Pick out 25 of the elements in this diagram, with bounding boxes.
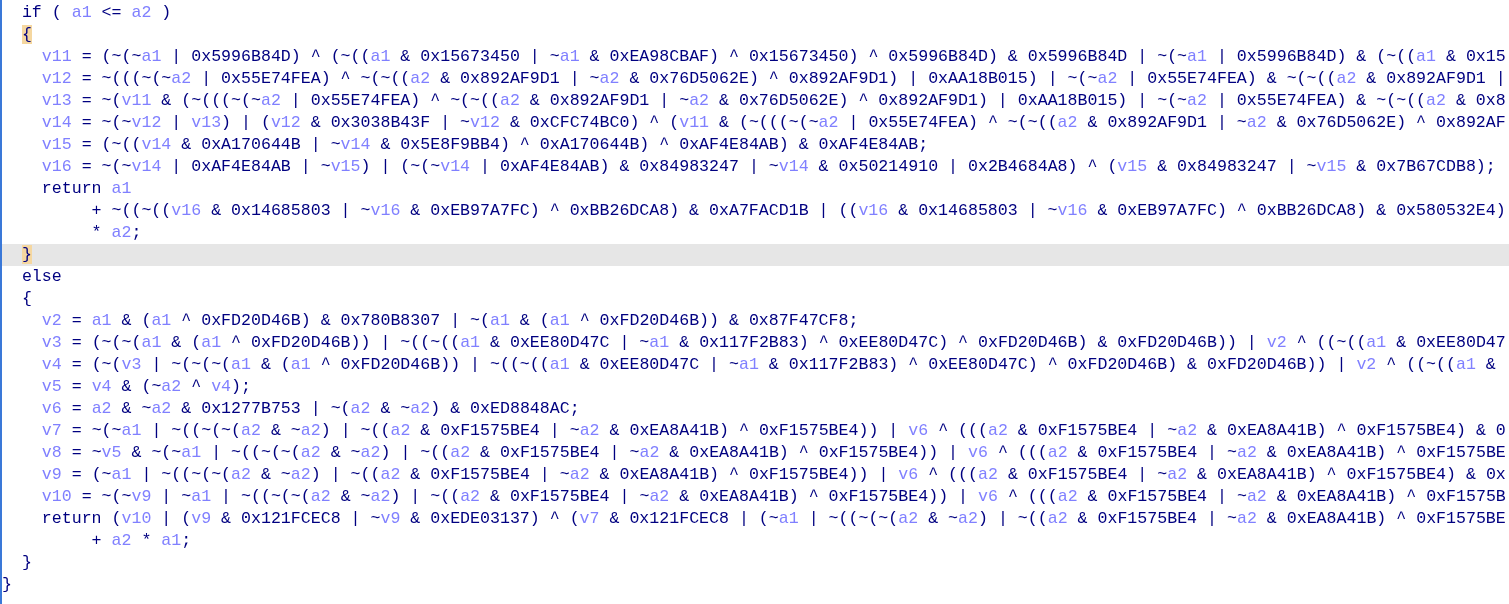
code-line: v3 = (~(~(a1 & (a1 ^ 0xFD20D46B)) | ~((~((a1 & 0xEE80D47C | ~a1 & 0x117F2B83) ^ 0xEE80D47C) ^ 0xFD20D46B) & 0xFD20D46B)) | v2 ^ ((~((a1 & 0xEE80D47 — [40, 332, 1507, 354]
code-line: * a2; — [90, 222, 143, 244]
code-line: v10 = ~(~v9 | ~a1 | ~((~(~(a2 & ~a2) | ~((a2 & 0xF1575BE4 | ~a2 & 0xEA8A41B) ^ 0xF1575BE4)) | v6 ^ (((a2 & 0xF1575BE4 | ~a2 & 0xEA8A41B) ^ 0xF1575B — [40, 486, 1507, 508]
code-line: v7 = ~(~a1 | ~((~(~(a2 & ~a2) | ~((a2 & 0xF1575BE4 | ~a2 & 0xEA8A41B) ^ 0xF1575BE4)) | v6 ^ (((a2 & 0xF1575BE4 | ~a2 & 0xEA8A41B) ^ 0xF1575BE4) & 0 — [40, 420, 1507, 442]
code-line: v2 = a1 & (a1 ^ 0xFD20D46B) & 0x780B8307 | ~(a1 & (a1 ^ 0xFD20D46B)) & 0x87F47CF8; — [40, 310, 860, 332]
code-line: v12 = ~(((~(~a2 | 0x55E74FEA) ^ ~(~((a2 & 0x892AF9D1 | ~a2 & 0x76D5062E) ^ 0x892AF9D1) | 0xAA18B015) | ~(~a2 | 0x55E74FEA) & ~(~((a2 & 0x892AF9D1 | — [40, 68, 1507, 90]
code-line: { — [20, 288, 33, 310]
code-line: + a2 * a1; — [90, 530, 193, 552]
code-line: } — [1, 574, 13, 596]
code-line: + ~((~((v16 & 0x14685803 | ~v16 & 0xEB97A7FC) ^ 0xBB26DCA8) & 0xA7FACD1B | ((v16 & 0x14685803 | ~v16 & 0xEB97A7FC) ^ 0xBB26DCA8) & 0x580532E4) — [90, 200, 1507, 222]
code-line: v4 = (~(v3 | ~(~(~(a1 & (a1 ^ 0xFD20D46B)) | ~((~((a1 & 0xEE80D47C | ~a1 & 0x117F2B83) ^ 0xEE80D47C) ^ 0xFD20D46B) & 0xFD20D46B)) | v2 ^ ((~((a1 & — [40, 354, 1497, 376]
code-line: return (v10 | (v9 & 0x121FCEC8 | ~v9 & 0xEDE03137) ^ (v7 & 0x121FCEC8 | (~a1 | ~((~(~(a2 & ~a2) | ~((a2 & 0xF1575BE4 | ~a2 & 0xEA8A41B) ^ 0xF1575BE — [40, 508, 1507, 530]
code-line: v16 = ~(~v14 | 0xAF4E84AB | ~v15) | (~(~v14 | 0xAF4E84AB) & 0x84983247 | ~v14 & 0x50214910 | 0x2B4684A8) ^ (v15 & 0x84983247 | ~v15 & 0x7B67CDB8); — [40, 156, 1497, 178]
code-line: v9 = (~a1 | ~((~(~(a2 & ~a2) | ~((a2 & 0xF1575BE4 | ~a2 & 0xEA8A41B) ^ 0xF1575BE4)) | v6 ^ (((a2 & 0xF1575BE4 | ~a2 & 0xEA8A41B) ^ 0xF1575BE4) & 0x — [40, 464, 1507, 486]
code-line: v14 = ~(~v12 | v13) | (v12 & 0x3038B43F | ~v12 & 0xCFC74BC0) ^ (v11 & (~(((~(~a2 | 0x55E74FEA) ^ ~(~((a2 & 0x892AF9D1 | ~a2 & 0x76D5062E) ^ 0x892AF — [40, 112, 1507, 134]
code-line: v8 = ~v5 & ~(~a1 | ~((~(~(a2 & ~a2) | ~((a2 & 0xF1575BE4 | ~a2 & 0xEA8A41B) ^ 0xF1575BE4)) | v6 ^ (((a2 & 0xF1575BE4 | ~a2 & 0xEA8A41B) ^ 0xF1575BE — [40, 442, 1507, 464]
code-line: v11 = (~(~a1 | 0x5996B84D) ^ (~((a1 & 0x15673450 | ~a1 & 0xEA98CBAF) ^ 0x15673450) ^ 0x5996B84D) & 0x5996B84D | ~(~a1 | 0x5996B84D) & (~((a1 & 0x15 — [40, 46, 1507, 68]
code-line: v15 = (~((v14 & 0xA170644B | ~v14 & 0x5E8F9BB4) ^ 0xA170644B) ^ 0xAF4E84AB) & 0xAF4E84AB; — [40, 134, 930, 156]
code-line: v5 = v4 & (~a2 ^ v4); — [40, 376, 252, 398]
code-line: return a1 — [40, 178, 133, 200]
code-line: v13 = ~(v11 & (~(((~(~a2 | 0x55E74FEA) ^ ~(~((a2 & 0x892AF9D1 | ~a2 & 0x76D5062E) ^ 0x892AF9D1) | 0xAA18B015) | ~(~a2 | 0x55E74FEA) & ~(~((a2 & 0x8 — [40, 90, 1507, 112]
code-line: if ( a1 <= a2 ) — [20, 2, 173, 24]
code-line: v6 = a2 & ~a2 & 0x1277B753 | ~(a2 & ~a2) & 0xED8848AC; — [40, 398, 581, 420]
code-line: } — [20, 552, 33, 574]
code-line: else — [20, 266, 63, 288]
